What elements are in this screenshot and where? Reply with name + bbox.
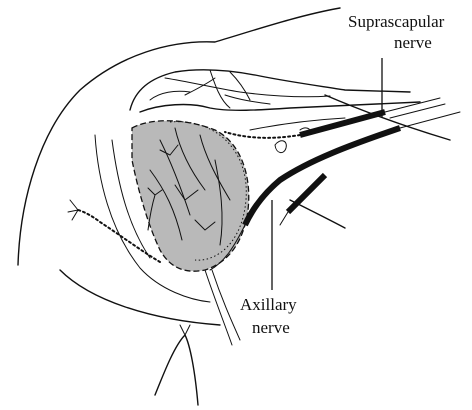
suprascapular-label-line1: Suprascapular (348, 12, 445, 31)
arm-lower-contour (60, 270, 220, 325)
suprascapular-label-line2: nerve (394, 33, 432, 52)
lower-bone-tip (180, 325, 190, 335)
suprascapular-nerve-thin (385, 98, 445, 118)
posterior-branch-tip (68, 200, 78, 220)
acromion-under (140, 102, 420, 112)
lower-tendon-1 (205, 270, 232, 345)
axillary-label-line1: Axillary (240, 295, 297, 314)
axillary-nerve-branch (288, 175, 325, 212)
axillary-label-line2: nerve (252, 318, 290, 337)
suprascapular-nerve-dotted (225, 132, 300, 138)
lower-bone (155, 335, 198, 405)
clavicle-line (165, 78, 330, 97)
upper-vessel-tree (150, 70, 270, 108)
suprascapular-nerve (300, 112, 385, 135)
small-loop (275, 141, 286, 153)
